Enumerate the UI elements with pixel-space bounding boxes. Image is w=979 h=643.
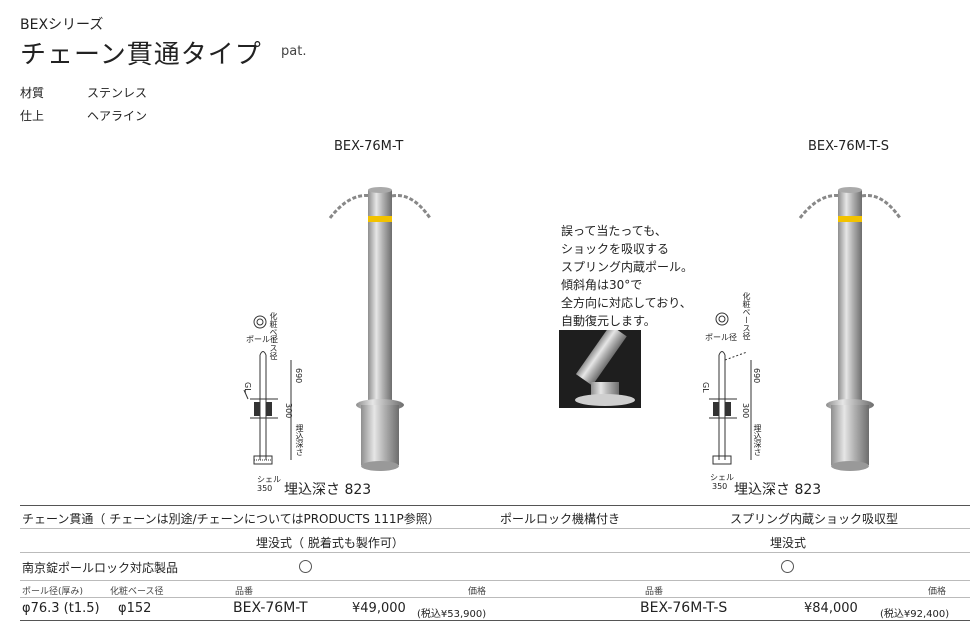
pole-diameter-label: ポール径	[246, 335, 278, 344]
pole-diameter-label: ポール径	[705, 333, 737, 342]
pole-diameter-value: φ76.3 (t1.5)	[22, 601, 100, 616]
col-head-code2: 品番	[645, 587, 664, 597]
gl-label: GL	[243, 382, 252, 393]
table-bottom-rule	[20, 620, 970, 621]
table-rule	[20, 580, 970, 581]
install-right: 埋没式	[770, 536, 807, 550]
note-line: スプリング内蔵ポール。	[561, 260, 694, 274]
col-head-price1: 価格	[468, 587, 487, 597]
yellow-band	[838, 216, 862, 222]
embed-depth-label: 埋込深さ	[753, 424, 762, 456]
base-diameter-value: φ152	[118, 601, 152, 616]
desc-right: スプリング内蔵ショック吸収型	[730, 512, 899, 526]
product-code-left: BEX-76M-T	[233, 600, 308, 616]
price-right: ¥84,000	[804, 601, 858, 616]
page-title: チェーン貫通タイプ	[20, 40, 262, 70]
gl-label: GL	[701, 382, 710, 393]
base-diameter-label: 化粧ベース径	[269, 312, 278, 360]
table-rule	[20, 528, 970, 529]
chain-right	[391, 193, 432, 219]
lock-mark-left	[299, 560, 312, 573]
caption-left: 埋込深さ 823	[284, 482, 372, 498]
col-head-price2: 価格	[928, 587, 947, 597]
lock-mark-right	[781, 560, 794, 573]
shell-label: シェル	[710, 473, 734, 482]
spring-note: 誤って当たっても、 ショックを吸収する スプリング内蔵ポール。 傾斜角は30°で…	[561, 222, 693, 330]
height-690-label: 690	[752, 368, 761, 384]
note-line: 自動復元します。	[561, 314, 656, 328]
patent-mark: pat.	[281, 44, 307, 59]
pole-circle	[718, 315, 726, 323]
series-name: BEXシリーズ	[20, 17, 104, 33]
technical-drawing-right	[709, 312, 752, 465]
pole-circle	[256, 318, 264, 326]
tax-price-left: (税込¥53,900)	[417, 609, 487, 620]
caption-right: 埋込深さ 823	[734, 482, 822, 498]
col-head-code1: 品番	[235, 587, 254, 597]
shell-diameter-label: 350	[712, 482, 728, 491]
spec-label-finish: 仕上	[20, 109, 45, 123]
desc-left: チェーン貫通（ チェーンは別途/チェーンについてはPRODUCTS 111P参照…	[22, 512, 440, 526]
product-code-right: BEX-76M-T-S	[640, 600, 728, 616]
desc-mid: ポールロック機構付き	[500, 512, 621, 526]
note-line: 誤って当たっても、	[561, 224, 667, 238]
spec-value-finish: ヘアライン	[87, 109, 148, 123]
note-line: 全方向に対応しており、	[561, 296, 692, 310]
yellow-band	[368, 216, 392, 222]
tax-price-right: (税込¥92,400)	[880, 609, 950, 620]
table-rule	[20, 597, 970, 598]
height-690-label: 690	[294, 368, 303, 384]
install-left: 埋没式（ 脱着式も製作可）	[256, 536, 404, 550]
bollard-image-left	[328, 187, 432, 471]
shell-label: シェル	[257, 475, 281, 484]
model-label-right: BEX-76M-T-S	[808, 139, 890, 154]
price-left: ¥49,000	[352, 601, 406, 616]
embed-depth-label: 埋込深さ	[295, 424, 304, 456]
table-rule	[20, 552, 970, 553]
model-label-left: BEX-76M-T	[334, 139, 404, 154]
shell-diameter-label: 350	[257, 484, 273, 493]
note-line: ショックを吸収する	[561, 242, 670, 256]
note-line: 傾斜角は30°で	[561, 278, 643, 292]
chain-left	[798, 193, 843, 219]
technical-drawing-left	[243, 315, 292, 465]
col-head-pole: ポール径(厚み)	[22, 587, 84, 597]
spec-label-material: 材質	[20, 86, 45, 100]
chain-right	[861, 193, 902, 219]
col-head-base: 化粧ベース径	[110, 587, 164, 597]
height-300-label: 300	[741, 403, 750, 419]
base-circle	[715, 312, 729, 326]
spec-value-material: ステンレス	[87, 86, 148, 100]
base-diameter-label: 化粧ベース径	[742, 292, 751, 340]
tilt-illustration	[559, 330, 641, 408]
base-circle	[253, 315, 267, 329]
bollard-image-right	[798, 187, 902, 471]
height-300-label: 300	[284, 403, 293, 419]
table-top-rule	[20, 505, 970, 506]
lock-label: 南京錠ポールロック対応製品	[22, 561, 179, 575]
chain-left	[328, 193, 373, 219]
